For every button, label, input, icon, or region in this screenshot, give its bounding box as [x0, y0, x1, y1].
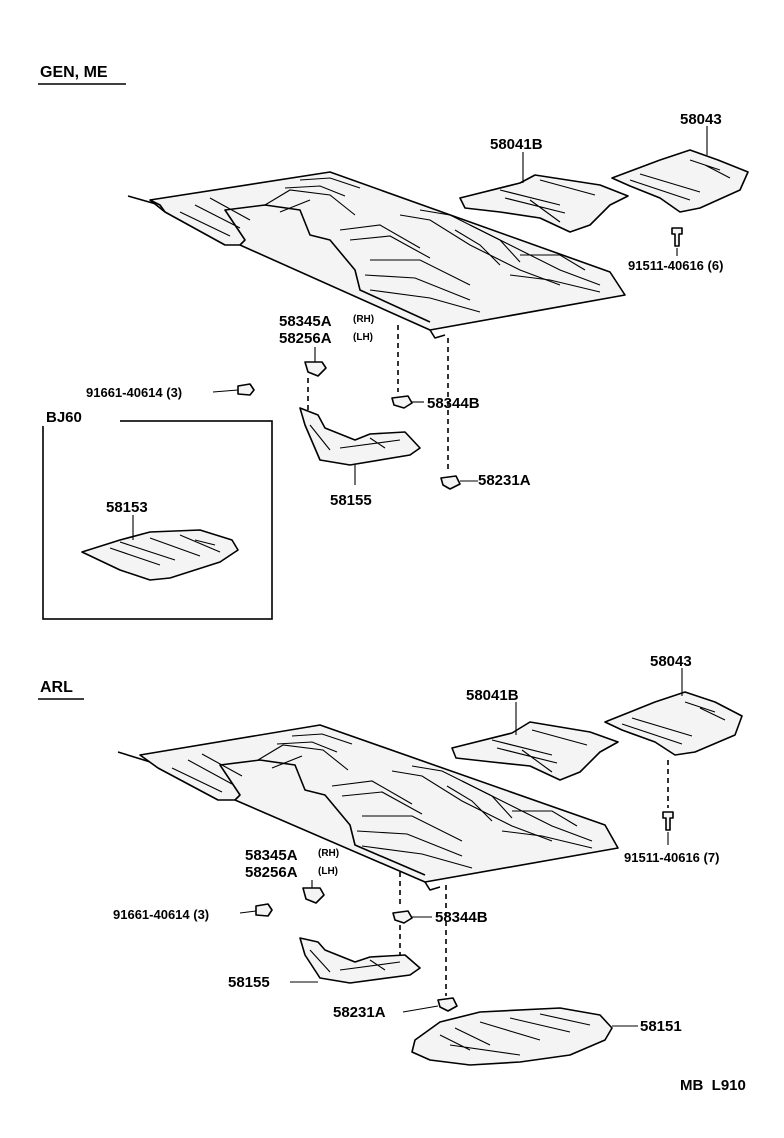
label-58155: 58155	[228, 974, 270, 991]
label-58256A-side: (LH)	[353, 332, 373, 343]
label-58231A: 58231A	[478, 472, 531, 489]
inset-bj60: BJ60 58153	[42, 409, 273, 620]
diagram-code: MB L910	[680, 1077, 746, 1094]
label-bolt-91511: 91511-40616 (6)	[628, 258, 723, 273]
label-58043: 58043	[680, 111, 722, 128]
part-58151: 58151	[411, 1007, 682, 1066]
label-58231A: 58231A	[333, 1004, 386, 1021]
part-58344B: 58344B	[391, 325, 480, 412]
label-58345A-side: (RH)	[353, 314, 374, 325]
label-58344B: 58344B	[435, 909, 488, 926]
bolt-91511: 91511-40616 (7)	[624, 760, 719, 865]
floor-pan	[127, 171, 626, 339]
inset-frame	[42, 420, 273, 620]
section-arl: ARL 58041B 580	[38, 653, 743, 1066]
part-58345A-58256A: 58345A (RH) 58256A (LH)	[279, 313, 374, 410]
part-58231A: 58231A	[333, 885, 458, 1021]
label-58043: 58043	[650, 653, 692, 670]
part-58344B: 58344B	[392, 872, 488, 960]
label-bolt-91511: 91511-40616 (7)	[624, 850, 719, 865]
screw-91661: 91661-40614 (3)	[113, 903, 273, 922]
part-58345A-58256A: 58345A (RH) 58256A (LH)	[245, 847, 339, 904]
part-58155: 58155	[228, 937, 421, 991]
label-58256A-side: (LH)	[318, 866, 338, 877]
label-58256A: 58256A	[245, 864, 298, 881]
label-58256A: 58256A	[279, 330, 332, 347]
section-header: GEN, ME	[40, 64, 108, 81]
label-58344B: 58344B	[427, 395, 480, 412]
label-58345A: 58345A	[245, 847, 298, 864]
label-screw-91661: 91661-40614 (3)	[86, 385, 182, 400]
part-58043: 58043	[611, 111, 749, 213]
section-header: ARL	[40, 679, 73, 696]
label-58155: 58155	[330, 492, 372, 509]
part-58155: 58155	[299, 407, 421, 509]
part-58041B: 58041B	[459, 136, 629, 233]
label-screw-91661: 91661-40614 (3)	[113, 907, 209, 922]
label-58041B: 58041B	[466, 687, 519, 704]
label-58151: 58151	[640, 1018, 682, 1035]
label-58041B: 58041B	[490, 136, 543, 153]
inset-header: BJ60	[46, 409, 82, 426]
screw-91661: 91661-40614 (3)	[86, 383, 255, 400]
label-58345A: 58345A	[279, 313, 332, 330]
section-gen-me: GEN, ME 58041B	[38, 64, 749, 620]
bolt-91511: 91511-40616 (6)	[628, 227, 723, 273]
label-58153: 58153	[106, 499, 148, 516]
part-58231A: 58231A	[440, 338, 531, 490]
part-58041B: 58041B	[451, 687, 619, 781]
part-58043: 58043	[604, 653, 743, 756]
floor-pan	[117, 724, 619, 891]
label-58345A-side: (RH)	[318, 848, 339, 859]
